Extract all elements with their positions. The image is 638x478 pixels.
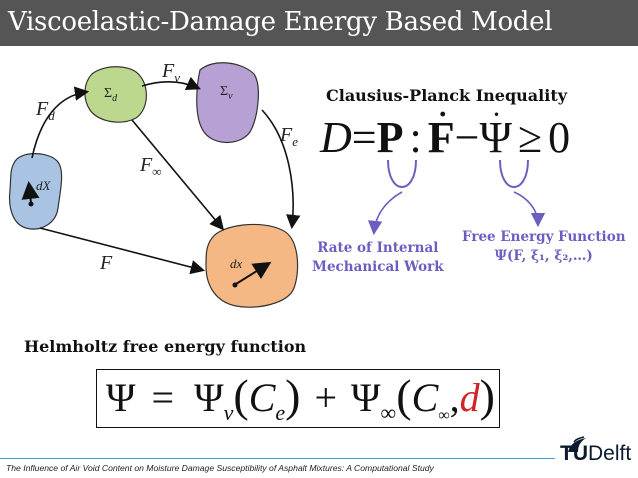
label-Fd: Fd — [36, 98, 55, 123]
helmholtz-heading: Helmholtz free energy function — [24, 337, 307, 356]
slide-title: Viscoelastic-Damage Energy Based Model — [8, 7, 553, 37]
label-dx: dx — [230, 256, 243, 271]
title-bar: Viscoelastic-Damage Energy Based Model — [0, 0, 638, 46]
helmholtz-equation: Ψ = Ψv(Ce) + Ψ∞(C∞,d) — [106, 370, 495, 425]
label-sigma-v: Σv — [220, 84, 233, 102]
arrow-Fv — [141, 76, 201, 91]
annotation-internal-work: Rate of Internal Mechanical Work — [312, 240, 444, 275]
tudelft-flame-icon — [568, 436, 586, 452]
annotation-free-energy: Free Energy Function Ψ(F, ξ₁, ξ₂,…) — [462, 229, 626, 264]
arrow-Fd — [31, 86, 90, 159]
label-F: F — [100, 252, 113, 274]
label-sigma-d: Σd — [104, 86, 118, 104]
dx-vector — [235, 261, 272, 285]
annotation-arrow-right — [513, 191, 546, 228]
helmholtz-equation-box — [96, 369, 500, 428]
label-Fv: Fv — [162, 60, 180, 85]
label-dX: dX — [36, 178, 51, 193]
arrow-Finf — [131, 119, 225, 231]
footer-citation: The Influence of Air Void Content on Moi… — [6, 463, 434, 473]
clausius-heading: Clausius-Planck Inequality — [326, 86, 568, 105]
label-Finf: F∞ — [140, 154, 162, 179]
tudelft-logo: TUDelft — [560, 442, 632, 465]
arrow-Fe — [261, 109, 301, 230]
annotation-brace-right — [499, 159, 529, 188]
footer-divider — [0, 458, 555, 459]
current-configuration-blob — [205, 223, 299, 308]
label-Fe: Fe — [280, 124, 298, 149]
annotation-arrow-left — [367, 191, 403, 236]
sigma-v-blob — [196, 62, 259, 144]
dX-vector — [21, 181, 40, 204]
arrow-F — [39, 227, 206, 275]
annotation-brace-left — [387, 159, 417, 188]
clausius-equation: D=P:F·−Ψ·≥0 — [320, 98, 571, 162]
